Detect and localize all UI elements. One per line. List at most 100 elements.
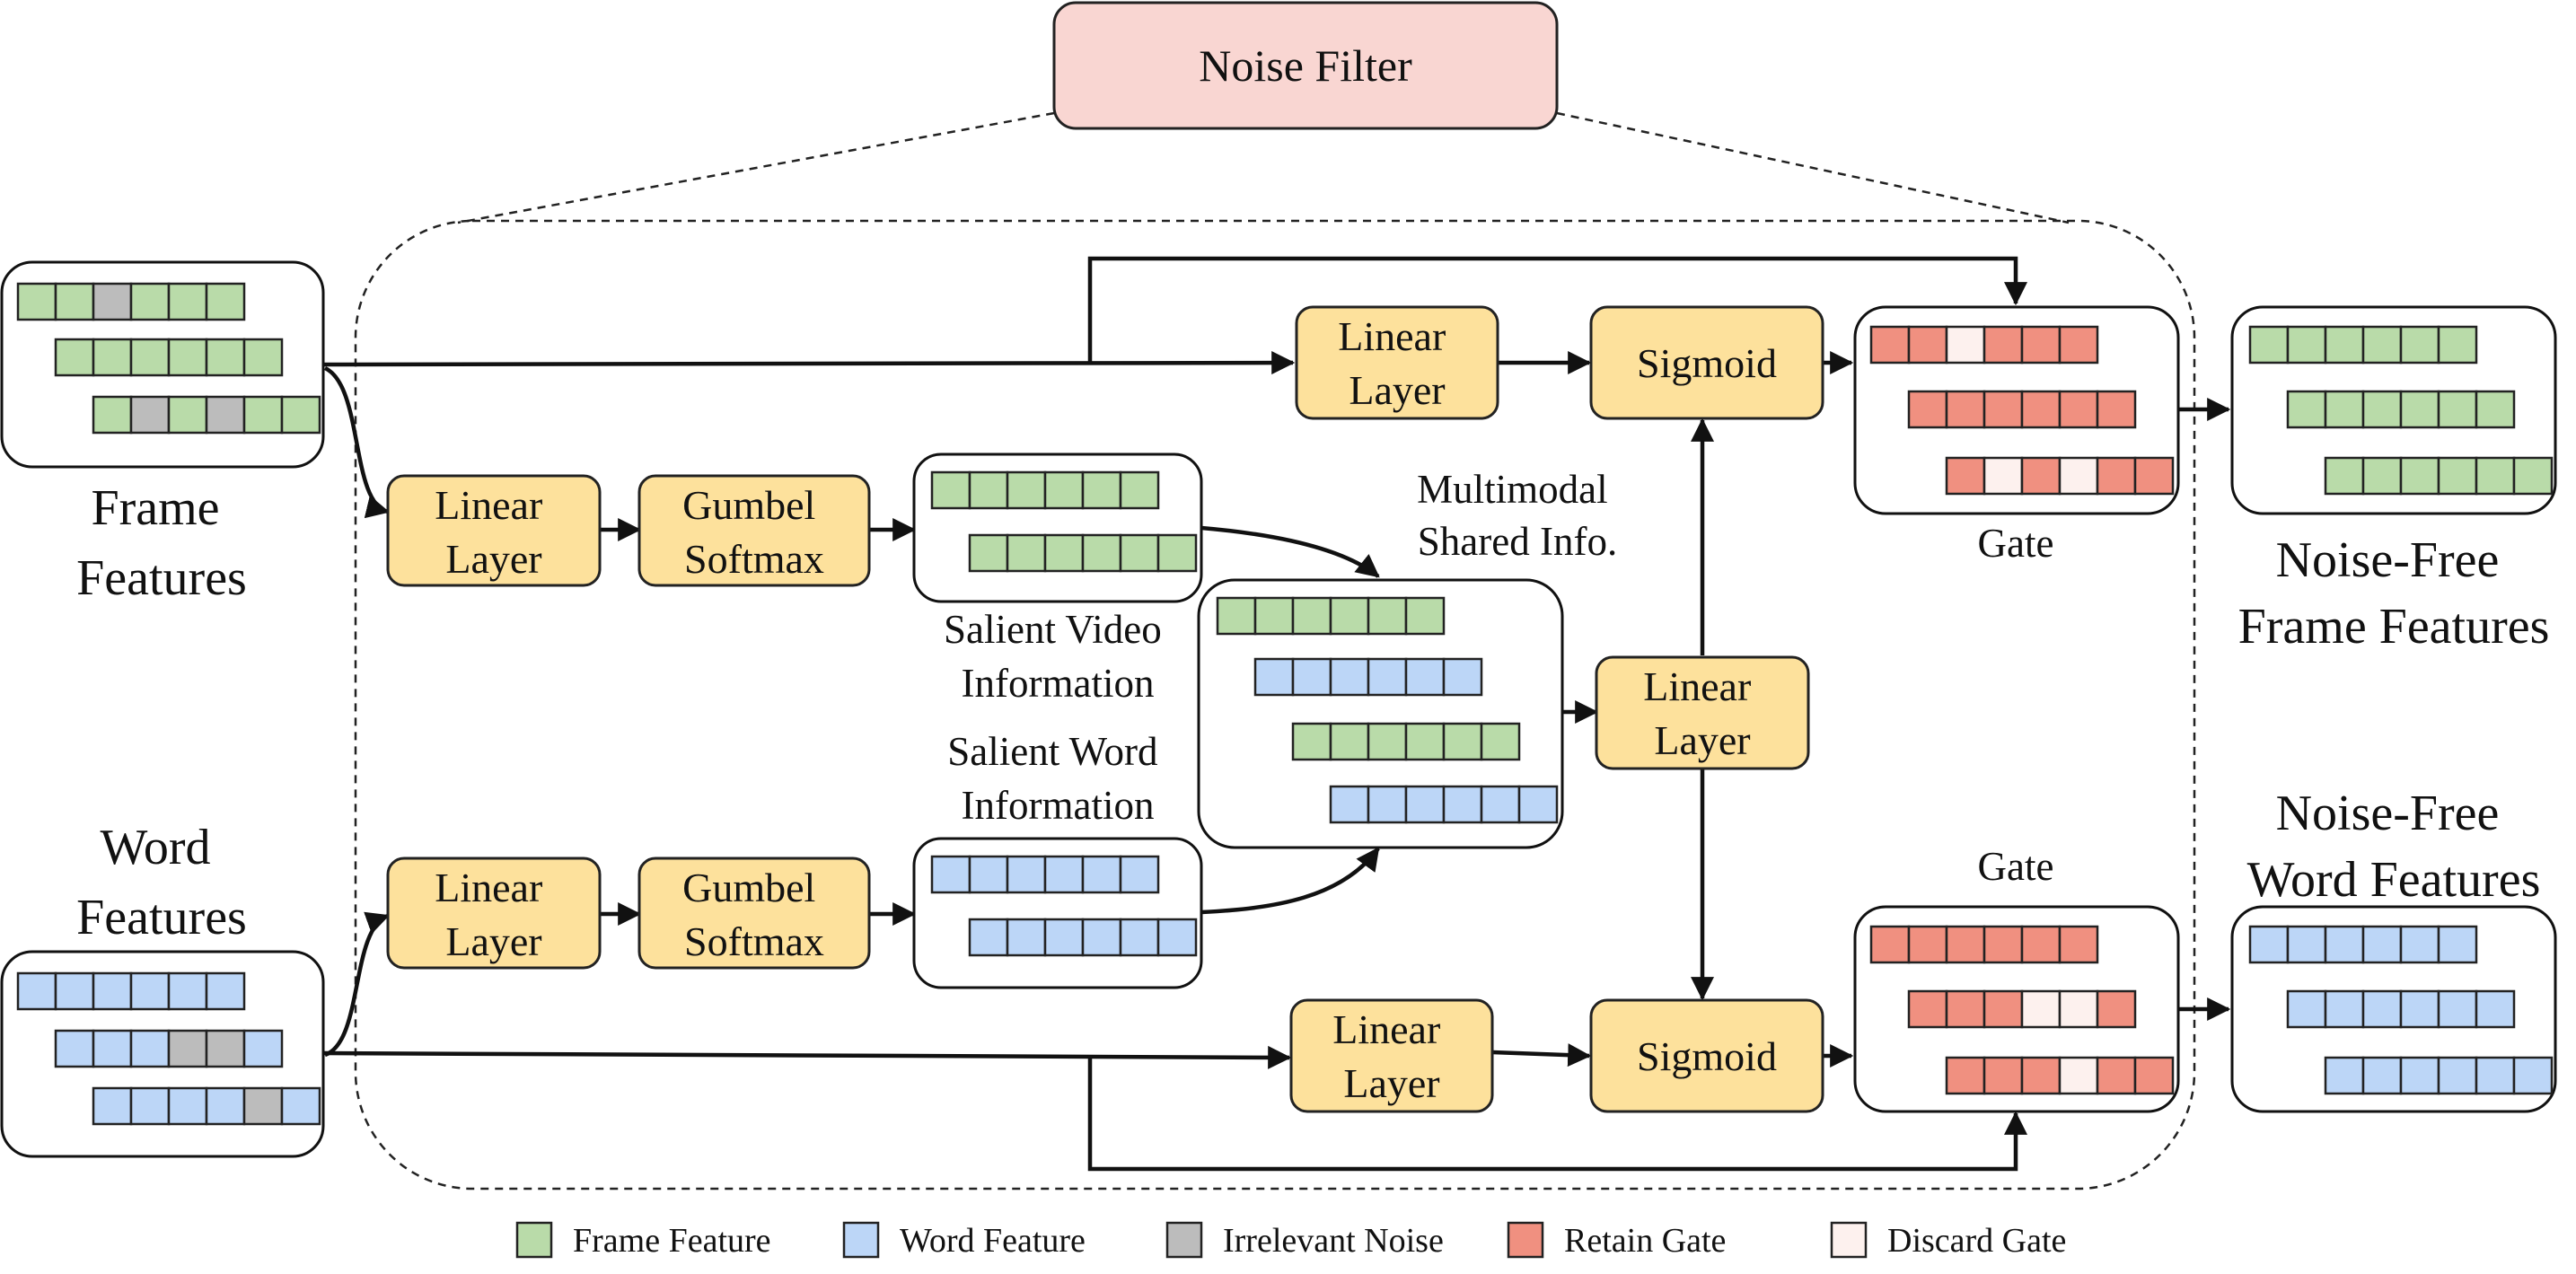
gumbel-softmax-word-label-line1: Gumbel xyxy=(682,865,815,910)
feature-cell xyxy=(129,395,171,435)
feature-cell xyxy=(2437,325,2478,365)
feature-cell xyxy=(1945,925,1986,964)
linear-layer-top-label: Linear Layer xyxy=(1338,313,1456,413)
linear-layer-bottom-label-line2: Layer xyxy=(1343,1060,1439,1106)
feature-cell xyxy=(2248,925,2290,964)
feature-cell xyxy=(1907,325,1948,365)
feature-cell xyxy=(1291,596,1332,636)
gumbel-softmax-video xyxy=(637,474,871,587)
feature-cell xyxy=(167,1029,208,1068)
noise-free-frame-rows xyxy=(2248,325,2554,496)
gumbel-softmax-video-label-line1: Gumbel xyxy=(682,482,815,528)
linear-layer-top xyxy=(1295,305,1499,420)
gumbel-softmax-video-label: Gumbel Softmax xyxy=(682,482,826,582)
feature-cell xyxy=(1869,925,1911,964)
feature-cell xyxy=(1983,989,2024,1029)
feature-cell xyxy=(2399,456,2440,496)
word-features-rows xyxy=(16,971,321,1126)
feature-cell xyxy=(129,1029,171,1068)
feature-cell xyxy=(2361,325,2403,365)
feature-cell xyxy=(1945,1056,1986,1095)
feature-cell xyxy=(1945,456,1986,496)
feature-cell xyxy=(1006,855,1047,894)
feature-cell xyxy=(167,338,208,377)
noise-free-word-rows xyxy=(2248,925,2554,1095)
feature-cell xyxy=(1907,989,1948,1029)
sigmoid-bottom-label: Sigmoid xyxy=(1637,1033,1777,1079)
feature-cell xyxy=(2058,1056,2099,1095)
feature-cell xyxy=(1945,390,1986,429)
feature-cell xyxy=(2096,1056,2137,1095)
feature-cell xyxy=(2512,456,2554,496)
legend-label: Word Feature xyxy=(900,1222,1086,1260)
arrow-frame-skip-to-gate xyxy=(1087,256,2027,363)
linear-layer-video-label: Linear Layer xyxy=(435,482,553,582)
feature-cell xyxy=(1156,533,1198,573)
feature-cell xyxy=(1907,925,1948,964)
gate-bottom-rows xyxy=(1869,925,2175,1095)
feature-cell xyxy=(2361,989,2403,1029)
noise-free-word-label: Noise-Free Word Features xyxy=(2247,786,2541,908)
feature-cell xyxy=(1983,456,2024,496)
feature-cell xyxy=(2324,925,2365,964)
linear-layer-word-label-line1: Linear xyxy=(435,865,542,910)
feature-cell xyxy=(205,1086,246,1126)
frame-features-label: Frame Features xyxy=(76,480,247,606)
feature-cell xyxy=(2020,1056,2062,1095)
gumbel-softmax-word-label: Gumbel Softmax xyxy=(682,865,826,964)
feature-cell xyxy=(2399,989,2440,1029)
feature-cell xyxy=(1945,325,1986,365)
feature-cell xyxy=(167,1086,208,1126)
arrow-frame-to-linear-video xyxy=(323,365,391,519)
feature-cell xyxy=(1329,785,1370,824)
feature-cell xyxy=(2058,390,2099,429)
feature-cell xyxy=(1329,596,1370,636)
feature-cell xyxy=(1216,596,1257,636)
feature-cell xyxy=(1480,785,1521,824)
multimodal-shared-label-line2: Shared Info. xyxy=(1418,519,1617,564)
arrow-salient-word-to-shared xyxy=(1200,847,1380,915)
feature-cell xyxy=(1291,657,1332,697)
title-connector-right xyxy=(1556,111,2070,224)
legend-swatch xyxy=(1830,1221,1868,1259)
feature-cell xyxy=(92,1086,133,1126)
feature-cell xyxy=(1119,533,1160,573)
frame-features-label-line2: Features xyxy=(76,550,247,606)
salient-video-label: Salient Video Information xyxy=(944,607,1172,706)
feature-cell xyxy=(2475,1056,2516,1095)
noise-free-frame-label-line2: Frame Features xyxy=(2238,599,2550,655)
feature-cell xyxy=(2475,989,2516,1029)
feature-cell xyxy=(2058,325,2099,365)
linear-layer-mid-label-line2: Layer xyxy=(1654,717,1750,763)
feature-cell xyxy=(129,338,171,377)
feature-cell xyxy=(2361,1056,2403,1095)
legend-swatch xyxy=(1165,1221,1203,1259)
feature-cell xyxy=(1006,533,1047,573)
feature-cell xyxy=(2475,456,2516,496)
feature-cell xyxy=(242,395,284,435)
feature-cell xyxy=(1442,722,1483,761)
noise-free-word-label-line2: Word Features xyxy=(2247,852,2541,908)
word-features-label: Word Features xyxy=(76,820,247,945)
feature-cell xyxy=(167,395,208,435)
feature-cell xyxy=(1983,390,2024,429)
feature-cell xyxy=(129,971,171,1011)
legend-swatch xyxy=(1507,1221,1544,1259)
feature-cell xyxy=(1081,918,1122,957)
feature-cell xyxy=(242,338,284,377)
gate-top-label: Gate xyxy=(1978,521,2054,566)
feature-cell xyxy=(1480,722,1521,761)
linear-layer-word-label: Linear Layer xyxy=(435,865,553,964)
feature-cell xyxy=(1329,722,1370,761)
feature-cell xyxy=(242,1086,284,1126)
legend-label: Retain Gate xyxy=(1564,1222,1726,1260)
legend-swatch xyxy=(842,1221,880,1259)
multimodal-shared-box xyxy=(1197,578,1564,849)
feature-cell xyxy=(968,470,1009,510)
feature-cell xyxy=(2475,390,2516,429)
feature-cell xyxy=(1043,855,1085,894)
feature-cell xyxy=(930,470,971,510)
linear-layer-bottom-label-line1: Linear xyxy=(1332,1006,1440,1052)
salient-video-rows xyxy=(930,470,1198,573)
